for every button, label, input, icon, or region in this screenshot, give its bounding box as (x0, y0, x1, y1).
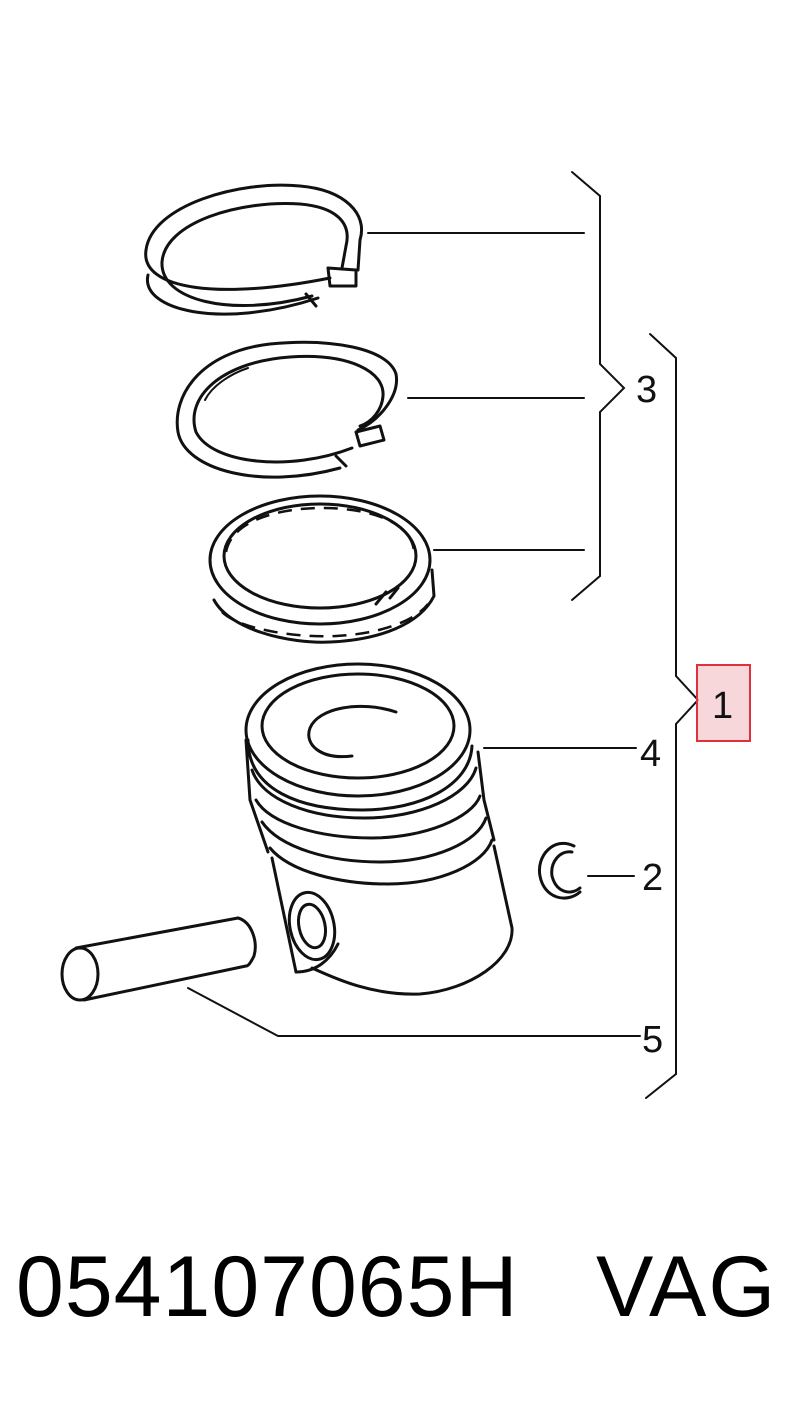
brand-name: VAG (596, 1239, 778, 1335)
callout-4: 4 (640, 733, 661, 775)
callout-3: 3 (636, 369, 657, 411)
bracket-assembly (645, 333, 700, 1099)
leader-lines (187, 232, 641, 1037)
piston (244, 662, 514, 996)
callout-5: 5 (642, 1019, 663, 1061)
part-number: 054107065H (16, 1239, 519, 1335)
callout-2: 2 (642, 857, 663, 899)
compression-ring-top (144, 183, 363, 316)
gudgeon-pin (60, 916, 257, 1002)
part-footer: 054107065H VAG (0, 1232, 790, 1342)
callout-1: 1 (712, 685, 733, 727)
circlip (537, 841, 582, 900)
compression-ring-middle (175, 340, 398, 479)
bracket-rings (571, 171, 626, 601)
callout-highlight (696, 664, 751, 742)
oil-control-ring (208, 494, 436, 644)
